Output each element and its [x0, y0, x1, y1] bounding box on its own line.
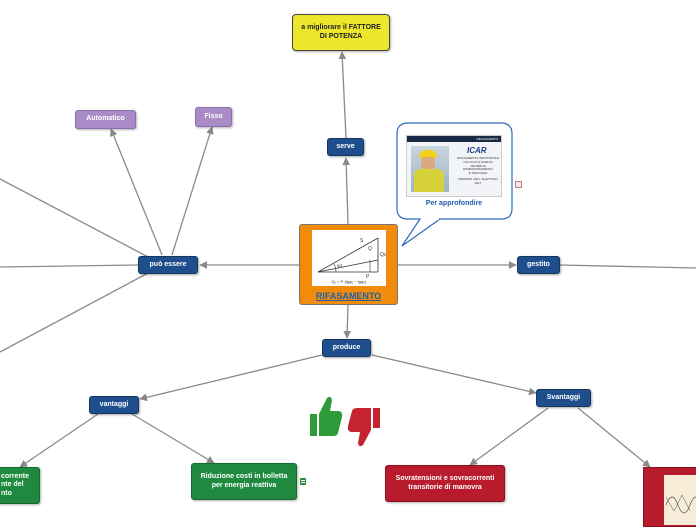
callout-tail [401, 218, 441, 247]
formula-text: Q₁ = P·(tgφ₁ − tgφ₂) [331, 279, 367, 284]
svg-text:Qc: Qc [380, 252, 386, 258]
link-puo-fisso [171, 126, 214, 256]
link-puo-automatico [110, 128, 163, 256]
per-approfondire-link[interactable]: Per approfondire [425, 200, 483, 207]
central-topic-rifasamento[interactable]: S Q Qc P φ1 Q₁ = P·(tgφ₁ − tgφ₂) RIFASAM… [299, 224, 398, 305]
fattore-potenza-node[interactable]: a migliorare il FATTORE DI POTENZA [292, 14, 390, 51]
link-gestito-out [559, 264, 696, 269]
waveform-image [664, 475, 696, 525]
vantaggi-node[interactable]: vantaggi [89, 396, 139, 414]
link-svantaggi-sovratensioni [469, 407, 549, 466]
svg-text:S: S [360, 238, 364, 244]
thumbs-up-icon [310, 396, 343, 436]
fisso-node[interactable]: Fisso [195, 107, 232, 127]
link-central-produce [343, 304, 352, 339]
note-icon[interactable] [300, 478, 306, 485]
link-produce-svantaggi [371, 354, 537, 396]
automatico-node[interactable]: Automatico [75, 110, 136, 129]
thumbs-down-icon [347, 408, 380, 447]
link-serve-fattore [338, 51, 347, 139]
link-svantaggi-image [577, 407, 651, 468]
riduzione-costi-node[interactable]: Riduzione costi in bolletta per energia … [191, 463, 297, 500]
svantaggi-image-node[interactable] [643, 467, 696, 527]
link-vantaggi-riduzione [131, 413, 215, 464]
puo-essere-node[interactable]: può essere [138, 256, 198, 274]
sovratensioni-node[interactable]: Sovratensioni e sovracorrenti transitori… [385, 465, 505, 502]
link-produce-vantaggi [139, 354, 323, 402]
power-triangle-image: S Q Qc P φ1 Q₁ = P·(tgφ₁ − tgφ₂) [312, 230, 387, 286]
svantaggi-node[interactable]: Svantaggi [536, 389, 591, 407]
produce-node[interactable]: produce [322, 339, 371, 357]
callout-thumbnail[interactable]: RIFASAMENTO ICAR RIFASAMENTO INDUSTRIALE… [406, 135, 502, 197]
thumbnail-header: RIFASAMENTO [407, 136, 501, 142]
corrente-partial-node[interactable]: corrente nte del nto [0, 467, 40, 504]
worker-photo [411, 146, 449, 192]
link-icon[interactable] [515, 181, 522, 188]
link-puo-left [0, 264, 139, 268]
link-puo-upleft [0, 178, 151, 259]
svg-text:φ1: φ1 [337, 263, 343, 268]
link-central-serve [342, 157, 351, 225]
thumbnail-text: RIFASAMENTO INDUSTRIALE CALCOLO E SCELTA… [456, 156, 500, 185]
serve-node[interactable]: serve [327, 138, 364, 156]
gestito-node[interactable]: gestito [517, 256, 560, 274]
brand-logo: ICAR [467, 146, 487, 155]
central-topic-label[interactable]: RIFASAMENTO [315, 291, 382, 301]
link-puo-downleft [0, 271, 151, 353]
link-vantaggi-corrente [19, 413, 99, 468]
svg-text:P: P [366, 274, 370, 280]
svg-text:Q: Q [368, 246, 372, 252]
